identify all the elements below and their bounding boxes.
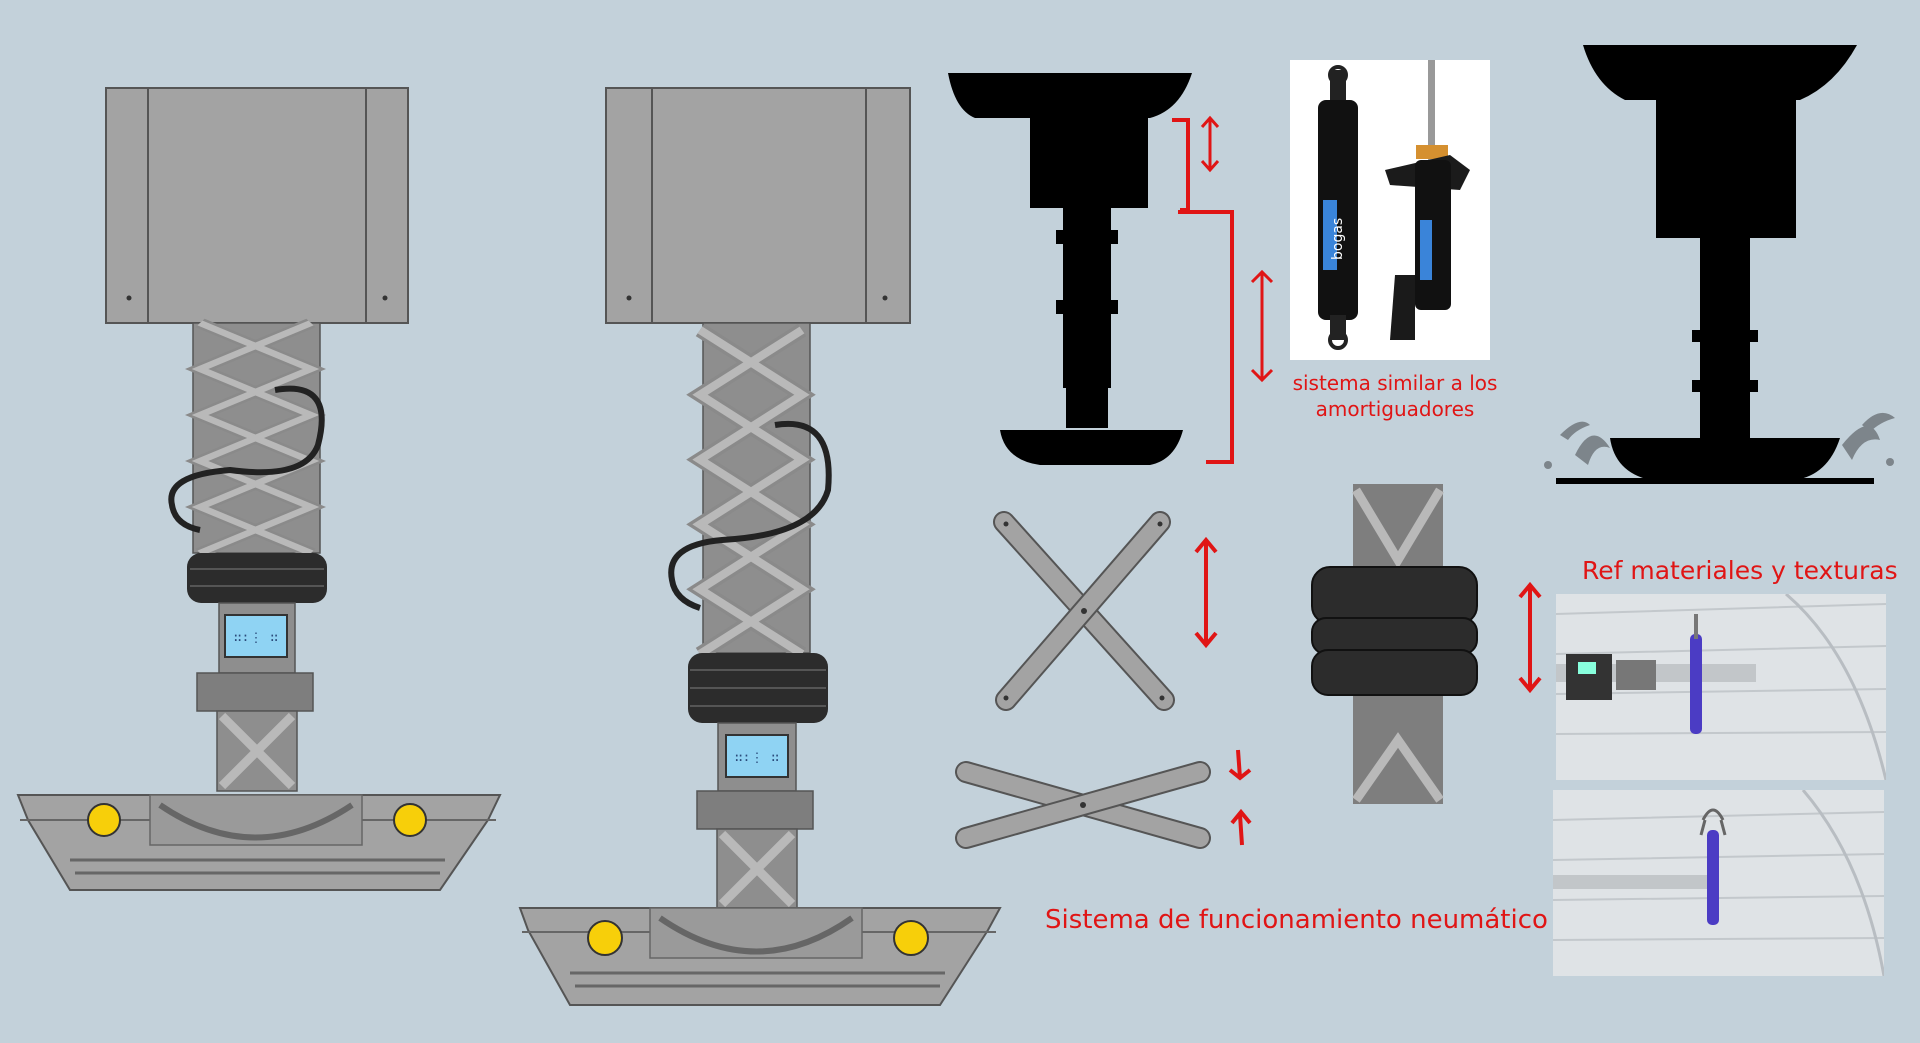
bracket-icon (1172, 118, 1234, 464)
scissor-link-icon (955, 761, 1211, 849)
lift-unit-lowered: ∷∶⋮ ∷ (518, 87, 1002, 1006)
materials-photo-2 (1553, 790, 1884, 976)
splash-icon (1544, 412, 1895, 469)
scissor-link-icon (993, 511, 1175, 711)
air-hose (168, 385, 325, 533)
pneumatic-caption: Sistema de funcionamiento neumático (1045, 905, 1548, 935)
materials-photo-1 (1556, 594, 1886, 780)
shock-brand: bogas (1330, 218, 1346, 260)
shock-caption-line-2: amortiguadores (1315, 397, 1475, 421)
materials-illustration-1 (1556, 594, 1886, 780)
lamp-right (393, 803, 427, 837)
status-screen (224, 614, 288, 658)
screen-text: ∷∶⋮ ∷ (234, 631, 278, 646)
screen-text: ∷∶⋮ ∷ (735, 751, 779, 766)
status-screen (725, 734, 789, 778)
double-arrow-icon (1200, 115, 1274, 383)
shock-caption-line-1: sistema similar a los (1292, 371, 1498, 395)
bellows-detail (1311, 484, 1478, 804)
double-arrow-icon (1194, 536, 1252, 846)
shock-absorber-photo: bogas (1290, 60, 1490, 360)
rubber-bellows (688, 653, 828, 723)
lamp-left (87, 803, 121, 837)
air-hose (668, 420, 832, 611)
silhouette-lowered (1556, 45, 1874, 484)
top-housing (105, 87, 409, 324)
lift-unit-extended: ∷∶⋮ ∷ (16, 87, 502, 891)
base-sled (518, 907, 1002, 1006)
lamp-left (587, 920, 623, 956)
silhouette-extended (948, 73, 1192, 465)
shock-absorber-caption: sistema similar a los amortiguadores (1285, 370, 1505, 422)
materials-illustration-2 (1553, 790, 1884, 976)
base-sled (16, 794, 502, 891)
top-housing (605, 87, 911, 324)
shock-absorber-illustration: bogas (1318, 60, 1470, 350)
materials-caption: Ref materiales y texturas (1582, 556, 1898, 585)
double-arrow-icon (1518, 581, 1542, 694)
rubber-bellows (187, 553, 327, 603)
lamp-right (893, 920, 929, 956)
